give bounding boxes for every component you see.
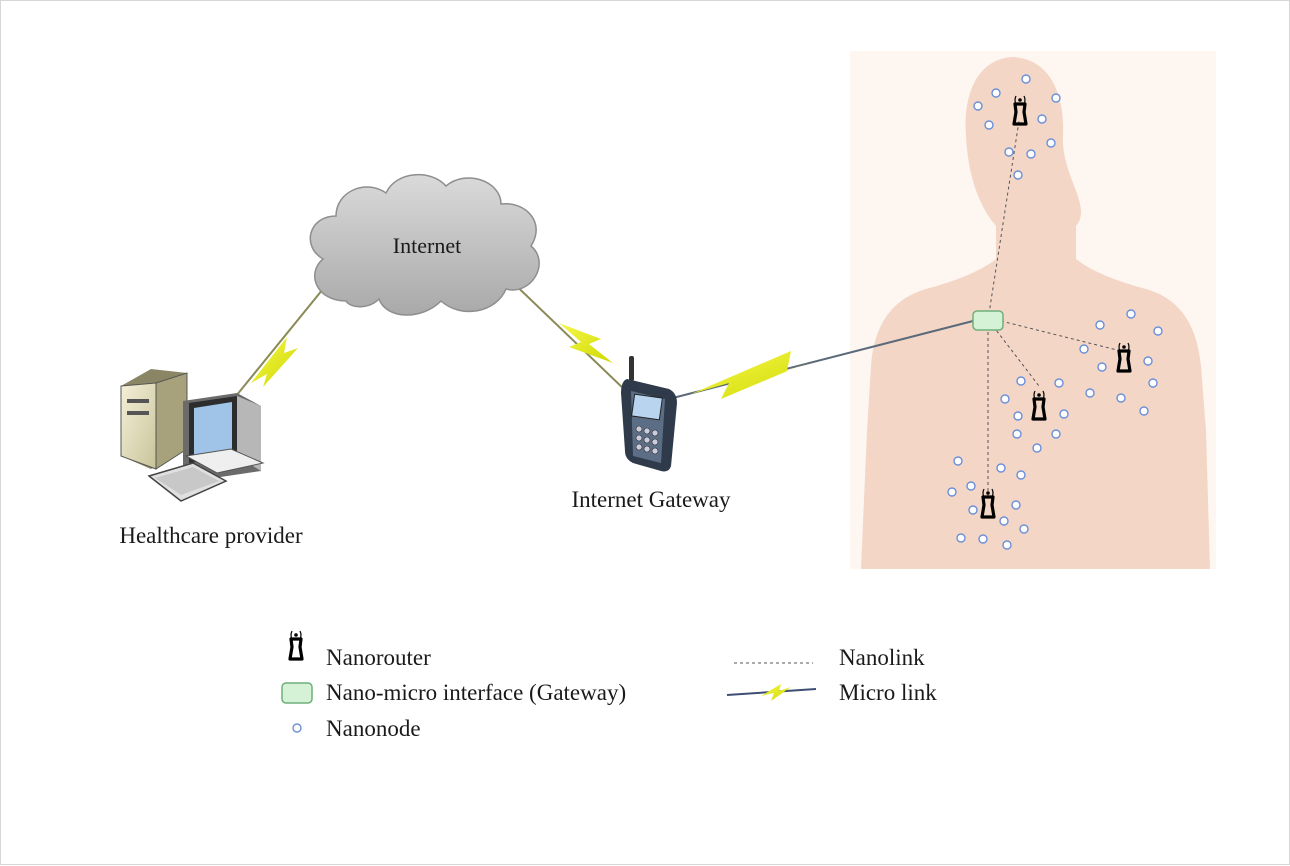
nanonode-icon <box>1059 409 1069 419</box>
nanorouter-icon <box>288 629 304 661</box>
nanonode-icon <box>1116 393 1126 403</box>
nanolinks <box>987 120 1122 496</box>
nanonode-icon <box>1021 74 1031 84</box>
nanonode-icon <box>996 463 1006 473</box>
nanonode-icon <box>1011 500 1021 510</box>
micro-links <box>235 272 974 402</box>
cloud-icon <box>309 174 540 316</box>
nanonode-icon <box>953 456 963 466</box>
nanonode-icon <box>1016 470 1026 480</box>
nanonode-icon <box>968 505 978 515</box>
nanonode-icon <box>1126 309 1136 319</box>
gateway-icon <box>281 682 313 704</box>
legend-nanonode: Nanonode <box>326 716 421 741</box>
lightning-icon <box>761 684 791 701</box>
nanonode-icon <box>1013 411 1023 421</box>
gateway-icon <box>972 310 1004 331</box>
legend-microlink: Micro link <box>839 680 937 705</box>
nanonode-icon <box>1139 406 1149 416</box>
nanonode-icon <box>1046 138 1056 148</box>
nanonode-icon <box>1012 429 1022 439</box>
nanonodes <box>947 74 1163 550</box>
legend: Nanorouter Nano-micro interface (Gateway… <box>281 629 937 741</box>
nanonode-icon <box>1002 540 1012 550</box>
nanonode-icon <box>973 101 983 111</box>
lightning-icon <box>691 351 823 399</box>
lightning-icon <box>251 337 298 387</box>
internet-label: Internet <box>393 233 461 258</box>
nanonode-icon <box>1153 326 1163 336</box>
nanonode-icon <box>1019 524 1029 534</box>
nanonode-icon <box>1013 170 1023 180</box>
nanonode-icon <box>1054 378 1064 388</box>
nanonode-icon <box>1079 344 1089 354</box>
body-panel <box>850 51 1216 569</box>
nanonode-icon <box>1085 388 1095 398</box>
nanonode-icon <box>292 723 302 733</box>
nanonode-icon <box>1051 429 1061 439</box>
nanonode-icon <box>1143 356 1153 366</box>
nanonode-icon <box>1095 320 1105 330</box>
nanonode-icon <box>991 88 1001 98</box>
computer-icon <box>120 369 265 502</box>
nanonode-icon <box>1016 376 1026 386</box>
lightning-icon <box>559 323 613 363</box>
nanonode-icon <box>1037 114 1047 124</box>
nanonode-icon <box>1051 93 1061 103</box>
nanonode-icon <box>1032 443 1042 453</box>
nanonode-icon <box>956 533 966 543</box>
nanonode-icon <box>966 481 976 491</box>
legend-nanorouter: Nanorouter <box>326 645 431 670</box>
nanonode-icon <box>1148 378 1158 388</box>
nanonode-icon <box>984 120 994 130</box>
legend-nanolink: Nanolink <box>839 645 925 670</box>
nanonode-icon <box>978 534 988 544</box>
human-silhouette <box>861 57 1210 569</box>
legend-interface: Nano-micro interface (Gateway) <box>326 680 626 705</box>
cell-phone-icon <box>621 356 677 472</box>
nanonode-icon <box>1004 147 1014 157</box>
nanonode-icon <box>947 487 957 497</box>
nanonode-icon <box>1097 362 1107 372</box>
nanonode-icon <box>999 516 1009 526</box>
provider-label: Healthcare provider <box>119 523 303 548</box>
gateway-label: Internet Gateway <box>571 487 731 512</box>
nanonode-icon <box>1026 149 1036 159</box>
nanonode-icon <box>1000 394 1010 404</box>
